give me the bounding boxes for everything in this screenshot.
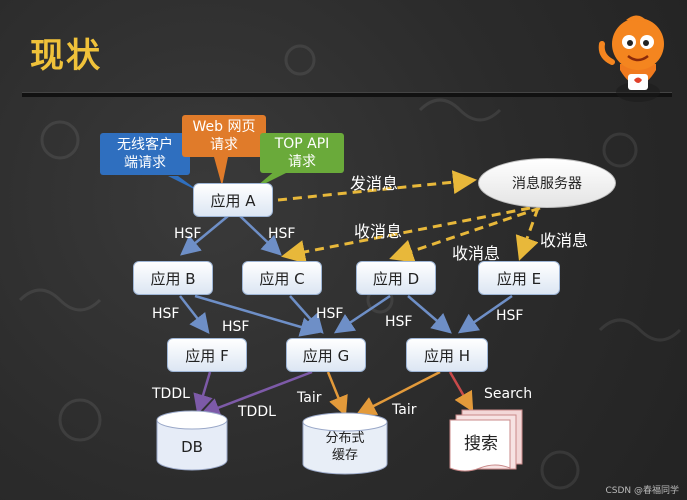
hsf-label-ab: HSF (174, 226, 202, 242)
edge-a-b (180, 215, 229, 256)
app-f-node: 应用 F (167, 338, 247, 372)
tddl-label-g: TDDL (238, 404, 276, 420)
edge-msg-c (281, 206, 531, 264)
app-e-node: 应用 E (478, 261, 560, 295)
web-page-callout: Web 网页请求 (182, 115, 266, 157)
recv-msg-label-e: 收消息 (540, 231, 589, 250)
send-msg-label: 发消息 (350, 174, 399, 193)
tair-label-g: Tair (297, 390, 322, 406)
tddl-label-f: TDDL (152, 386, 190, 402)
edge-d-h (407, 295, 452, 334)
edge-f-db (193, 371, 213, 415)
edge-g-db (199, 370, 313, 418)
search-store-icon (449, 409, 523, 472)
app-d-node: 应用 D (356, 261, 436, 295)
search-store-label: 搜索 (464, 433, 498, 454)
db-label: DB (181, 438, 203, 456)
app-g-node: 应用 G (286, 338, 366, 372)
hsf-label-eh: HSF (496, 308, 524, 324)
edge-a-msg (277, 170, 477, 202)
edge-msg-e (515, 207, 540, 261)
edge-h-search (448, 371, 474, 413)
edge-d-g (333, 294, 391, 334)
edge-g-cache (326, 371, 348, 417)
edge-msg-d (389, 206, 541, 263)
wireless-client-callout: 无线客户端请求 (100, 133, 190, 175)
app-c-node: 应用 C (242, 261, 322, 295)
slide-title: 现状 (30, 36, 102, 76)
db-cylinder-icon (156, 410, 228, 471)
app-b-node: 应用 B (133, 261, 213, 295)
search-label: Search (484, 386, 533, 402)
app-h-node: 应用 H (406, 338, 488, 372)
hsf-label-bf: HSF (152, 306, 180, 322)
hsf-label-dh: HSF (385, 314, 413, 330)
edge-c-g (289, 295, 324, 334)
title-divider (22, 92, 672, 97)
edge-b-g (194, 294, 321, 337)
web-callout-tail (205, 157, 228, 186)
cache-label: 分布式缓存 (325, 431, 365, 463)
edge-h-cache (355, 370, 441, 416)
cache-cylinder-icon (302, 412, 388, 475)
app-a-node: 应用 A (193, 183, 273, 217)
credit-text: CSDN @春福同学 (605, 486, 679, 496)
hsf-label-cg: HSF (316, 306, 344, 322)
hsf-label-bg: HSF (222, 319, 250, 335)
recv-msg-label-d: 收消息 (452, 244, 501, 263)
tair-label-h: Tair (392, 402, 417, 418)
edge-e-h (457, 294, 513, 334)
message-server-node: 消息服务器 (478, 158, 616, 208)
hsf-label-ac: HSF (268, 226, 296, 242)
recv-msg-label-c: 收消息 (354, 222, 403, 241)
mascot-icon (598, 15, 664, 102)
edge-b-f (179, 295, 210, 334)
edge-a-c (239, 215, 282, 256)
